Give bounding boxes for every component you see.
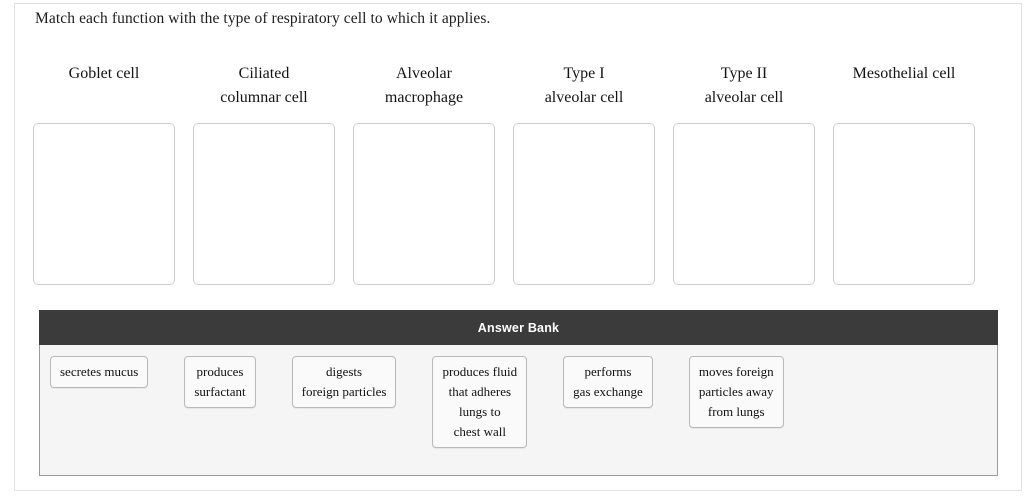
column-header: Type II alveolar cell: [669, 62, 819, 114]
answer-tile-line: lungs to: [459, 404, 501, 419]
match-column-alveolar-macrophage: Alveolar macrophage: [353, 62, 495, 285]
column-label-line2: alveolar cell: [704, 89, 784, 106]
answer-tile-line: chest wall: [453, 424, 506, 439]
match-column-type-i-alveolar-cell: Type I alveolar cell: [513, 62, 655, 285]
column-label: Type I alveolar cell: [509, 62, 659, 110]
column-label-line1: Mesothelial cell: [852, 65, 956, 82]
column-label-line1: Alveolar: [396, 65, 452, 82]
column-label-line2: alveolar cell: [544, 89, 624, 106]
dropzone-goblet-cell[interactable]: [33, 123, 175, 285]
answer-bank-title: Answer Bank: [39, 310, 998, 345]
dropzone-mesothelial-cell[interactable]: [833, 123, 975, 285]
column-label-line1: Type I: [563, 65, 605, 82]
answer-tile[interactable]: produces fluid that adheres lungs to che…: [432, 356, 528, 448]
dropzone-type-ii-alveolar-cell[interactable]: [673, 123, 815, 285]
answer-tile-line: produces: [196, 364, 244, 379]
column-header: Mesothelial cell: [829, 62, 979, 114]
answer-bank-tiles: secretes mucus produces surfactant diges…: [39, 345, 998, 476]
dropzone-type-i-alveolar-cell[interactable]: [513, 123, 655, 285]
answer-tile[interactable]: secretes mucus: [50, 356, 149, 388]
answer-tile-line: produces fluid: [442, 364, 518, 379]
dropzone-alveolar-macrophage[interactable]: [353, 123, 495, 285]
match-column-ciliated-columnar-cell: Ciliated columnar cell: [193, 62, 335, 285]
answer-tile-line: moves foreign: [698, 364, 774, 379]
column-header: Goblet cell: [29, 62, 179, 114]
answer-tile-line: particles away: [698, 384, 774, 399]
column-label: Mesothelial cell: [829, 62, 979, 86]
dropzone-ciliated-columnar-cell[interactable]: [193, 123, 335, 285]
match-columns: Goblet cell Ciliated columnar cell: [33, 62, 1007, 285]
answer-tile[interactable]: moves foreign particles away from lungs: [688, 356, 784, 428]
column-header: Alveolar macrophage: [349, 62, 499, 114]
answer-bank: Answer Bank secretes mucus produces surf…: [39, 310, 998, 476]
answer-tile-line: surfactant: [194, 384, 246, 399]
question-prompt: Match each function with the type of res…: [35, 10, 491, 27]
answer-tile-line: secretes mucus: [60, 364, 139, 379]
answer-tile-line: that adheres: [448, 384, 512, 399]
answer-tile-line: performs: [584, 364, 632, 379]
answer-tile[interactable]: produces surfactant: [184, 356, 256, 408]
answer-tile-line: gas exchange: [573, 384, 643, 399]
match-column-type-ii-alveolar-cell: Type II alveolar cell: [673, 62, 815, 285]
column-label-line2: columnar cell: [220, 89, 308, 106]
answer-tile-line: foreign particles: [301, 384, 387, 399]
column-label: Goblet cell: [29, 62, 179, 86]
column-label-line1: Goblet cell: [68, 65, 140, 82]
column-label: Ciliated columnar cell: [189, 62, 339, 110]
question-card: Match each function with the type of res…: [14, 3, 1022, 491]
answer-tile[interactable]: digests foreign particles: [291, 356, 397, 408]
answer-tile[interactable]: performs gas exchange: [563, 356, 653, 408]
column-header: Ciliated columnar cell: [189, 62, 339, 114]
answer-tile-line: from lungs: [707, 404, 765, 419]
column-header: Type I alveolar cell: [509, 62, 659, 114]
answer-tile-line: digests: [325, 364, 363, 379]
column-label-line1: Ciliated: [238, 65, 290, 82]
column-label-line1: Type II: [720, 65, 768, 82]
column-label: Type II alveolar cell: [669, 62, 819, 110]
column-label: Alveolar macrophage: [349, 62, 499, 110]
match-column-goblet-cell: Goblet cell: [33, 62, 175, 285]
match-column-mesothelial-cell: Mesothelial cell: [833, 62, 975, 285]
column-label-line2: macrophage: [384, 89, 464, 106]
